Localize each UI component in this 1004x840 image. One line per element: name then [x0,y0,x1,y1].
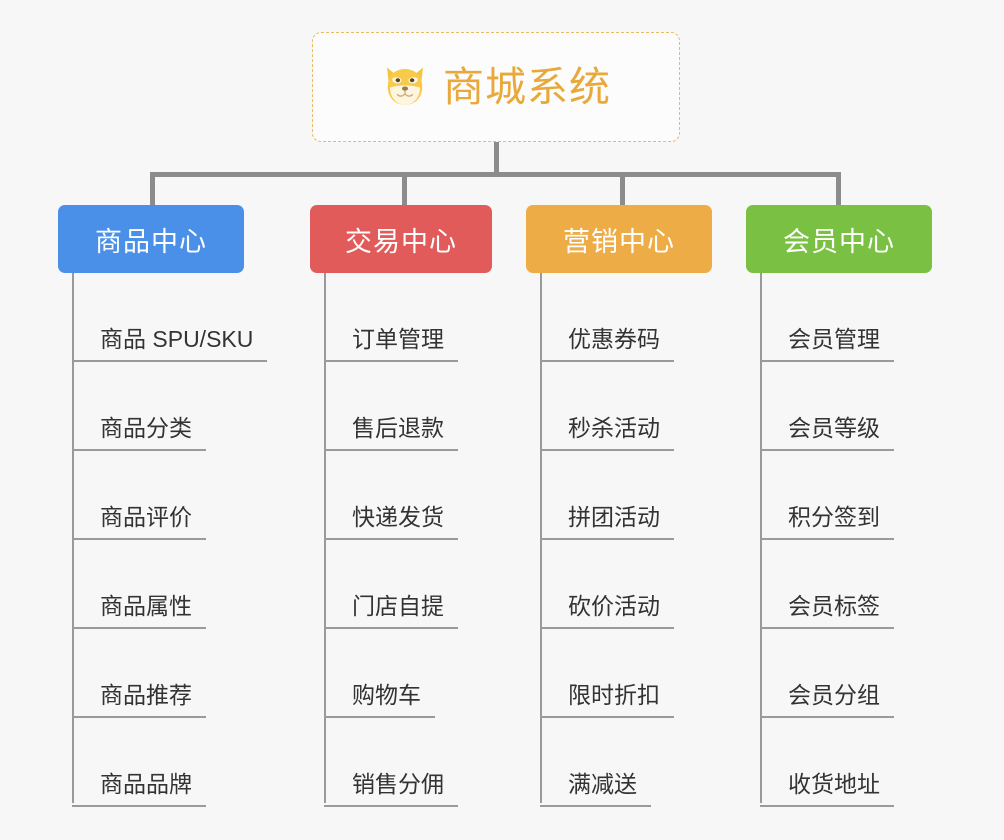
leaf-item[interactable]: 秒杀活动 [526,362,712,451]
leaf-label: 商品 SPU/SKU [72,326,268,362]
category-drop-connector-2 [402,172,407,205]
branch-column-2: 交易中心 订单管理 售后退款 快递发货 门店自提 购物车 销售分佣 [310,205,492,807]
category-label-4: 会员中心 [783,226,895,257]
leaf-label: 优惠券码 [540,326,674,362]
leaf-label: 销售分佣 [324,771,458,807]
leaf-list-2: 订单管理 售后退款 快递发货 门店自提 购物车 销售分佣 [310,273,492,807]
leaf-item[interactable]: 商品评价 [58,451,244,540]
leaf-item[interactable]: 商品 SPU/SKU [58,273,268,362]
leaf-label: 商品推荐 [72,682,206,718]
branch-column-1: 商品中心 商品 SPU/SKU 商品分类 商品评价 商品属性 商品推荐 商品品牌 [58,205,268,807]
leaf-list-1: 商品 SPU/SKU 商品分类 商品评价 商品属性 商品推荐 商品品牌 [58,273,268,807]
branch-column-4: 会员中心 会员管理 会员等级 积分签到 会员标签 会员分组 收货地址 [746,205,932,807]
branch-spine-3 [540,273,542,803]
category-label-3: 营销中心 [563,226,675,257]
category-drop-connector-1 [150,172,155,205]
leaf-label: 会员等级 [760,415,894,451]
leaf-label: 门店自提 [324,593,458,629]
branch-spine-1 [72,273,74,803]
leaf-label: 满减送 [540,771,651,807]
leaf-label: 订单管理 [324,326,458,362]
leaf-item[interactable]: 快递发货 [310,451,492,540]
leaf-item[interactable]: 售后退款 [310,362,492,451]
leaf-item[interactable]: 会员分组 [746,629,932,718]
leaf-item[interactable]: 收货地址 [746,718,932,807]
category-drop-connector-3 [620,172,625,205]
leaf-item[interactable]: 满减送 [526,718,712,807]
leaf-label: 会员分组 [760,682,894,718]
leaf-list-3: 优惠券码 秒杀活动 拼团活动 砍价活动 限时折扣 满减送 [526,273,712,807]
leaf-label: 会员管理 [760,326,894,362]
leaf-item[interactable]: 商品分类 [58,362,244,451]
category-label-2: 交易中心 [345,226,457,257]
leaf-label: 砍价活动 [540,593,674,629]
branch-column-3: 营销中心 优惠券码 秒杀活动 拼团活动 砍价活动 限时折扣 满减送 [526,205,712,807]
leaf-item[interactable]: 商品推荐 [58,629,244,718]
leaf-item[interactable]: 优惠券码 [526,273,712,362]
leaf-item[interactable]: 销售分佣 [310,718,492,807]
leaf-label: 秒杀活动 [540,415,674,451]
leaf-item[interactable]: 砍价活动 [526,540,712,629]
leaf-item[interactable]: 商品属性 [58,540,244,629]
category-bus-connector [150,172,840,177]
leaf-label: 会员标签 [760,593,894,629]
branch-spine-4 [760,273,762,803]
branch-spine-2 [324,273,326,803]
root-title: 商城系统 [443,63,611,110]
leaf-label: 售后退款 [324,415,458,451]
leaf-item[interactable]: 会员管理 [746,273,932,362]
root-node[interactable]: 商城系统 [312,32,680,142]
category-header-3[interactable]: 营销中心 [526,205,712,273]
leaf-list-4: 会员管理 会员等级 积分签到 会员标签 会员分组 收货地址 [746,273,932,807]
leaf-item[interactable]: 限时折扣 [526,629,712,718]
category-header-2[interactable]: 交易中心 [310,205,492,273]
leaf-label: 购物车 [324,682,435,718]
leaf-label: 限时折扣 [540,682,674,718]
leaf-label: 商品属性 [72,593,206,629]
leaf-label: 商品分类 [72,415,206,451]
category-header-4[interactable]: 会员中心 [746,205,932,273]
category-label-1: 商品中心 [95,226,207,257]
leaf-label: 收货地址 [760,771,894,807]
leaf-item[interactable]: 门店自提 [310,540,492,629]
leaf-item[interactable]: 拼团活动 [526,451,712,540]
leaf-label: 商品品牌 [72,771,206,807]
leaf-item[interactable]: 会员等级 [746,362,932,451]
leaf-label: 拼团活动 [540,504,674,540]
leaf-item[interactable]: 会员标签 [746,540,932,629]
leaf-item[interactable]: 积分签到 [746,451,932,540]
leaf-label: 商品评价 [72,504,206,540]
category-drop-connector-4 [836,172,841,205]
leaf-label: 积分签到 [760,504,894,540]
root-trunk-connector [494,142,499,175]
leaf-item[interactable]: 商品品牌 [58,718,244,807]
leaf-label: 快递发货 [324,504,458,540]
shiba-dog-face-icon [387,67,423,105]
category-header-1[interactable]: 商品中心 [58,205,244,273]
leaf-item[interactable]: 订单管理 [310,273,492,362]
leaf-item[interactable]: 购物车 [310,629,492,718]
